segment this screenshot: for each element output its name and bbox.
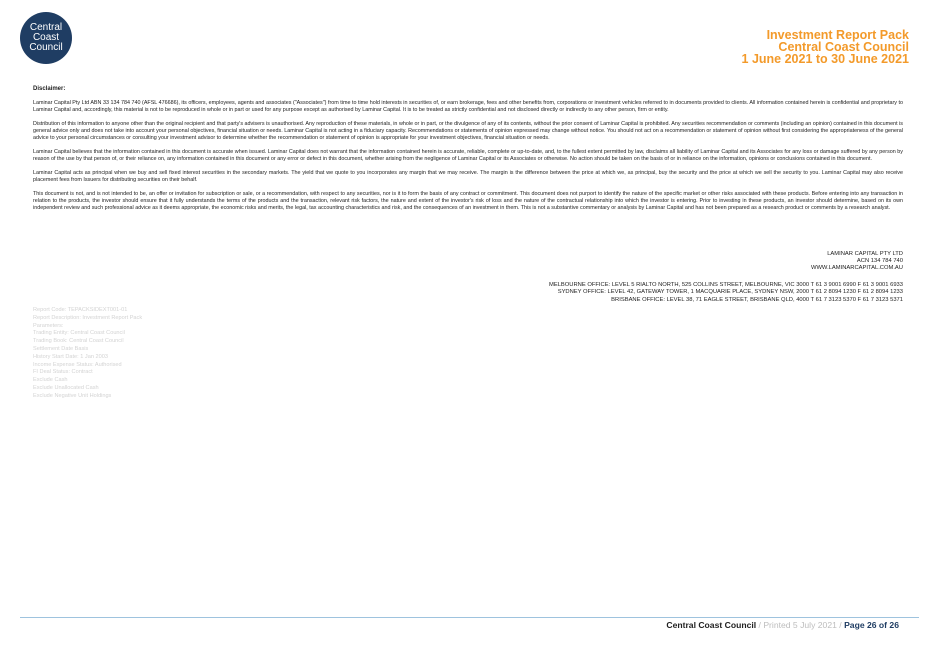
council-logo: Central Coast Council — [20, 12, 72, 64]
company-name: LAMINAR CAPITAL PTY LTD — [827, 251, 903, 257]
footer-separator: / — [756, 620, 764, 630]
footer-page-number: Page 26 of 26 — [844, 620, 899, 630]
footer-divider — [20, 617, 919, 618]
office-brisbane: BRISBANE OFFICE: LEVEL 38, 71 EAGLE STRE… — [611, 296, 903, 303]
meta-line: Report Description: Investment Report Pa… — [33, 314, 143, 321]
company-info: LAMINAR CAPITAL PTY LTD ACN 134 784 740 … — [811, 251, 903, 273]
disclaimer-paragraph: This document is not, and is not intende… — [33, 191, 903, 211]
meta-line: History Start Date: 1 Jan 2003 — [33, 353, 108, 360]
disclaimer-paragraph: Laminar Capital believes that the inform… — [33, 149, 903, 162]
office-addresses: MELBOURNE OFFICE: LEVEL 5 RIALTO NORTH, … — [549, 282, 903, 304]
company-website: WWW.LAMINARCAPITAL.COM.AU — [810, 265, 903, 272]
disclaimer-paragraph: Distribution of this information to anyo… — [33, 121, 903, 141]
footer-printed-date: Printed 5 July 2021 — [763, 620, 837, 630]
meta-line: Report Code: TEPACKSIDEXT001-01 — [33, 307, 128, 313]
office-sydney: SYDNEY OFFICE: LEVEL 42, GATEWAY TOWER, … — [557, 289, 903, 296]
footer-separator: / — [836, 620, 845, 630]
meta-line: Parameters: — [33, 322, 64, 329]
logo-line-1: Central — [29, 22, 63, 33]
meta-line: Exclude Negative Unit Holdings — [33, 392, 112, 399]
report-title: Investment Report Pack — [766, 28, 909, 42]
footer-council: Central Coast Council — [666, 620, 757, 630]
report-header: Investment Report Pack Central Coast Cou… — [741, 28, 909, 66]
disclaimer-paragraph: Laminar Capital acts as principal when w… — [33, 170, 903, 183]
meta-line: Trading Book: Central Coast Council — [33, 338, 124, 345]
report-council: Central Coast Council — [778, 40, 909, 54]
meta-line: Exclude Cash — [33, 377, 68, 384]
logo-line-2: Coast — [32, 32, 60, 43]
meta-line: FI Deal Status: Contract — [33, 369, 93, 376]
office-melbourne: MELBOURNE OFFICE: LEVEL 5 RIALTO NORTH, … — [549, 282, 903, 288]
disclaimer-paragraph: Laminar Capital Pty Ltd ABN 33 134 784 7… — [33, 100, 903, 113]
disclaimer-section: Disclaimer: Laminar Capital Pty Ltd ABN … — [33, 86, 903, 219]
meta-line: Income Expense Status: Authorised — [33, 361, 122, 368]
company-acn: ACN 134 784 740 — [856, 258, 903, 265]
disclaimer-title: Disclaimer: — [33, 86, 66, 92]
meta-line: Trading Entity: Central Coast Council — [33, 330, 125, 337]
meta-line: Exclude Unallocated Cash — [33, 384, 99, 391]
report-parameters: Report Code: TEPACKSIDEXT001-01 Report D… — [33, 307, 142, 401]
report-period: 1 June 2021 to 30 June 2021 — [741, 52, 909, 66]
logo-line-3: Council — [29, 42, 63, 53]
meta-line: Settlement Date Basis — [33, 345, 89, 352]
page-footer: Central Coast Council / Printed 5 July 2… — [666, 620, 899, 630]
